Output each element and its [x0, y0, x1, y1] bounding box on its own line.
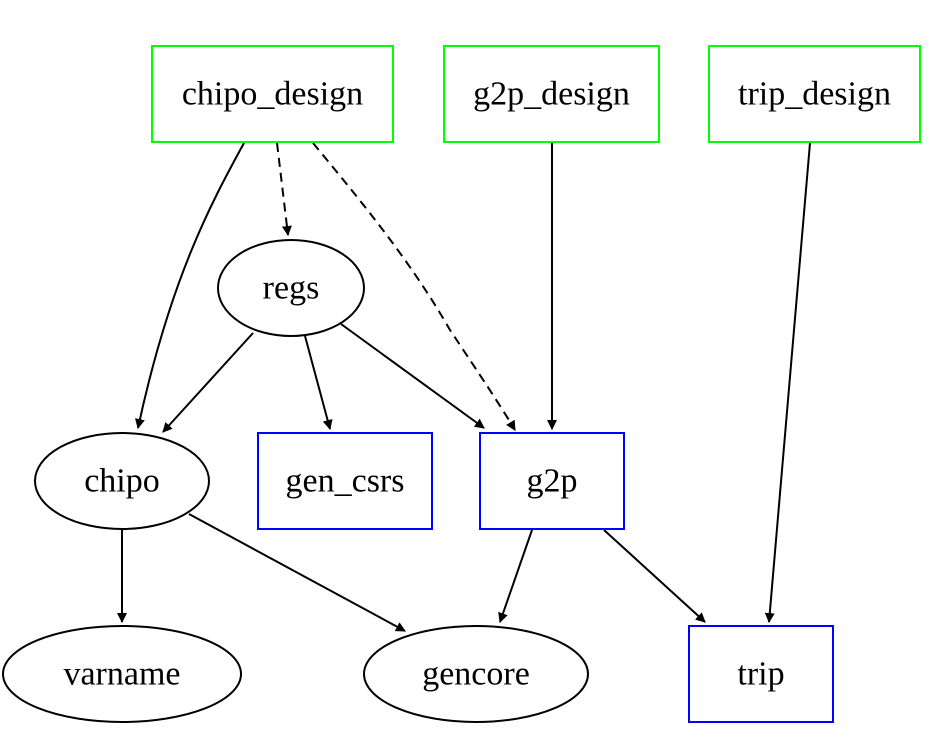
node-trip[interactable]: trip — [688, 625, 834, 723]
node-g2p-label: g2p — [527, 463, 578, 500]
nodes-layer: chipo_design g2p_design trip_design regs… — [2, 45, 921, 723]
node-varname[interactable]: varname — [2, 625, 242, 723]
edge-trip_design-to-trip — [764, 142, 811, 623]
node-g2p_design-shape — [443, 45, 660, 143]
node-gen_csrs-shape — [257, 432, 433, 530]
node-gen_csrs[interactable]: gen_csrs — [257, 432, 433, 530]
node-varname-shape — [2, 625, 242, 723]
node-g2p_design[interactable]: g2p_design — [443, 45, 660, 143]
node-gencore-shape — [363, 625, 589, 723]
edge-chipo_design-to-chipo — [135, 142, 245, 429]
edges-layer — [117, 142, 811, 632]
edge-g2p-to-gencore — [498, 529, 533, 623]
node-regs-label: regs — [263, 270, 320, 307]
node-g2p_design-label: g2p_design — [473, 76, 630, 113]
edge-regs-to-g2p — [340, 323, 485, 429]
node-trip_design[interactable]: trip_design — [708, 45, 921, 143]
node-chipo_design[interactable]: chipo_design — [151, 45, 394, 143]
node-trip-shape — [688, 625, 834, 723]
edge-regs-to-gen_csrs — [304, 335, 333, 430]
node-chipo-shape — [34, 432, 210, 530]
node-chipo-label: chipo — [84, 463, 160, 500]
node-chipo_design-label: chipo_design — [182, 76, 363, 113]
node-trip-label: trip — [737, 656, 784, 693]
edge-g2p-to-trip — [603, 529, 706, 623]
node-chipo[interactable]: chipo — [34, 432, 210, 530]
node-g2p[interactable]: g2p — [479, 432, 625, 530]
node-chipo_design-shape — [151, 45, 394, 143]
node-trip_design-label: trip_design — [738, 76, 891, 113]
node-regs-shape — [217, 239, 365, 337]
edge-chipo-to-gencore — [188, 513, 406, 632]
edge-regs-to-chipo — [162, 332, 254, 433]
node-gencore[interactable]: gencore — [363, 625, 589, 723]
node-gen_csrs-label: gen_csrs — [286, 463, 405, 500]
node-gencore-label: gencore — [422, 656, 530, 693]
node-g2p-shape — [479, 432, 625, 530]
edge-chipo_design-to-g2p — [312, 142, 516, 431]
edge-chipo_design-to-regs — [276, 142, 292, 236]
node-trip_design-shape — [708, 45, 921, 143]
node-varname-label: varname — [63, 656, 180, 693]
node-regs[interactable]: regs — [217, 239, 365, 337]
